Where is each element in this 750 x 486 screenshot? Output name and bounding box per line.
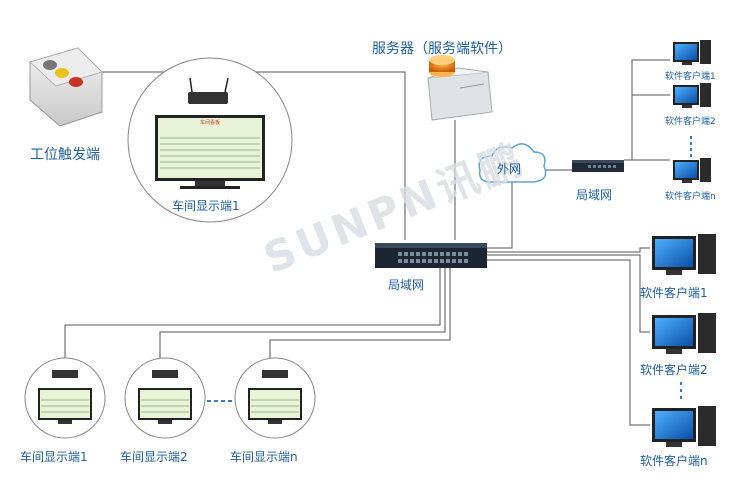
client-small-n-label: 软件客户端n (665, 192, 716, 202)
button-yellow-icon (55, 68, 69, 78)
screen-title: 车间看板 (200, 119, 220, 126)
server-icon (427, 55, 493, 121)
trigger-label: 工位触发端 (30, 147, 100, 163)
lan-top-label: 局域网 (576, 188, 613, 202)
line-to-workshop-2 (159, 268, 446, 372)
line-to-client-lg-n (487, 259, 650, 426)
client-pc-small-n-icon (673, 158, 711, 183)
client-pc-large-2-icon (652, 313, 716, 354)
client-pc-large-n-icon (652, 406, 716, 447)
client-large-1-label: 软件客户端1 (640, 286, 708, 300)
line-to-client-lg-1 (487, 247, 650, 253)
lan-center-label: 局域网 (388, 278, 425, 292)
client-pc-large-1-icon (652, 234, 716, 275)
workshop-display-n (234, 357, 316, 439)
lan-switch-center-icon (375, 243, 487, 268)
connection-lines (64, 59, 670, 426)
workshop-n-label: 车间显示端n (230, 450, 298, 464)
cloud-label: 外网 (497, 162, 522, 176)
workshop-main-label: 车间显示端1 (172, 199, 240, 213)
line-to-workshop-n (269, 268, 451, 372)
continuation-dots (207, 136, 692, 402)
mini-pc-icon (188, 92, 228, 104)
client-small-1-label: 软件客户端1 (665, 72, 716, 82)
server-label: 服务器（服务端软件） (372, 41, 512, 57)
workshop-display-2 (124, 357, 206, 439)
cloud-icon (478, 143, 547, 183)
trigger-box (29, 47, 103, 127)
line-to-workshop-1 (64, 268, 441, 372)
client-large-n-label: 软件客户端n (640, 454, 708, 468)
client-large-2-label: 软件客户端2 (640, 363, 708, 377)
lines-lan-top-to-clients (624, 59, 670, 161)
button-red-icon (69, 77, 83, 87)
workshop-2-label: 车间显示端2 (120, 450, 188, 464)
workshop-main-display (127, 57, 293, 223)
client-pc-small-1-icon (673, 40, 711, 65)
line-to-client-lg-2 (487, 254, 650, 333)
client-pc-small-2-icon (673, 83, 711, 108)
workshop-1-label: 车间显示端1 (20, 450, 88, 464)
lan-switch-top-icon (572, 160, 624, 172)
client-small-2-label: 软件客户端2 (665, 117, 716, 127)
workshop-display-1 (24, 357, 106, 439)
button-grey-icon (43, 60, 57, 70)
